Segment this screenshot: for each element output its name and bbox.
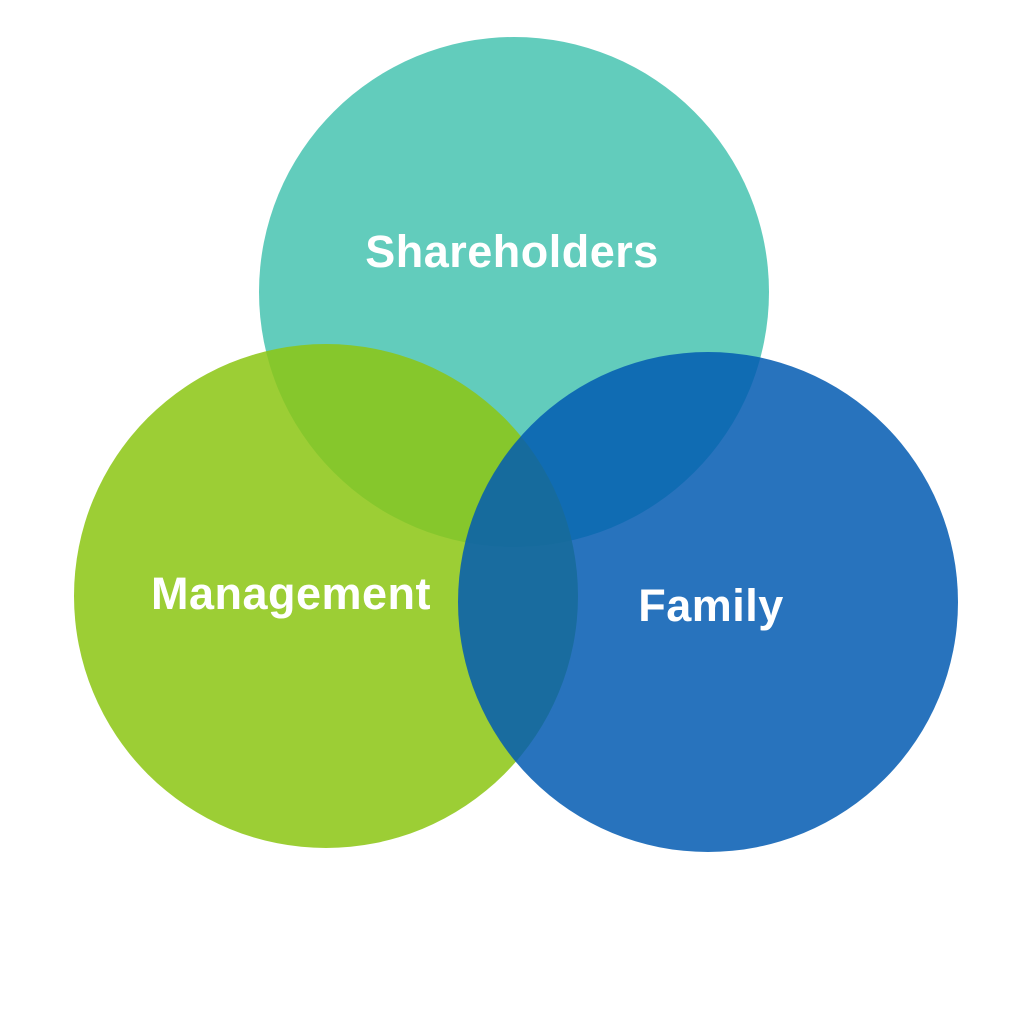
family-label: Family: [638, 580, 784, 631]
family-circle: [458, 352, 958, 852]
management-label: Management: [150, 568, 432, 619]
shareholders-label: Shareholders: [365, 226, 659, 277]
